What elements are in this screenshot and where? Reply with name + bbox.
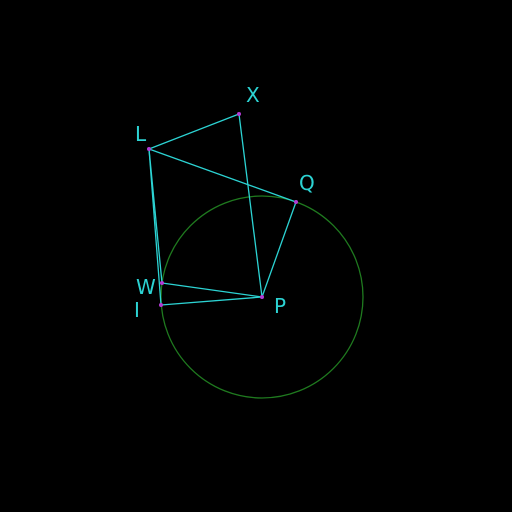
label-x: X xyxy=(246,83,260,107)
segments xyxy=(148,113,297,306)
point-q xyxy=(294,200,298,204)
label-i: I xyxy=(134,298,140,322)
label-q: Q xyxy=(299,171,315,195)
point-x xyxy=(237,112,241,116)
segment-qp xyxy=(261,201,297,298)
segment-lq xyxy=(148,148,297,203)
points xyxy=(147,112,298,307)
label-p: P xyxy=(274,294,286,318)
segment-wp xyxy=(161,282,263,298)
segment-li xyxy=(148,148,162,306)
point-w xyxy=(160,281,164,285)
segment-lx xyxy=(148,113,240,150)
segment-xp xyxy=(238,113,263,298)
segment-ip xyxy=(160,296,263,306)
point-i xyxy=(159,303,163,307)
point-p xyxy=(260,295,264,299)
point-l xyxy=(147,147,151,151)
label-l: L xyxy=(135,122,147,146)
label-w: W xyxy=(136,275,156,299)
